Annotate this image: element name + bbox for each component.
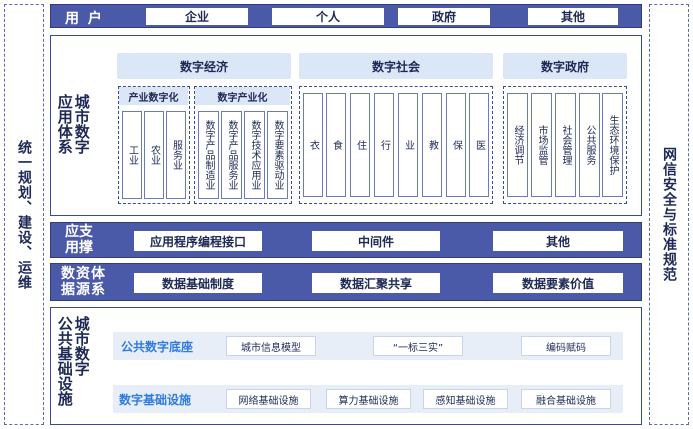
society-item-medical: 医 — [469, 93, 489, 197]
users-title: 用 户 — [65, 11, 104, 27]
users-bar: 用 户 企业 个人 政府 其他 — [50, 4, 642, 28]
gov-item-ecology-protection: 生态环境保护 — [602, 93, 623, 197]
digital-government-header: 数字政府 — [503, 53, 627, 79]
support-other: 其他 — [493, 231, 623, 251]
industry-digitalization-box: 产业数字化 工业 农业 服务业 — [118, 86, 190, 204]
industry-digitalization-header: 产业数字化 — [119, 87, 188, 105]
society-item-education: 教 — [422, 93, 442, 197]
user-government: 政府 — [398, 8, 490, 25]
left-side-panel: 统一规划、建设、运维 — [4, 4, 44, 425]
society-item-employment: 业 — [398, 93, 418, 197]
infra-title-a: 城市数字 — [72, 316, 91, 376]
item-digital-factor-driven: 数字要素驱动业 — [267, 111, 288, 199]
gov-item-economic-regulation: 经济调节 — [507, 93, 528, 197]
item-digital-tech-application: 数字技术应用业 — [244, 111, 265, 199]
infra-title-b: 公共基础设施 — [55, 316, 74, 406]
society-item-clothing: 衣 — [303, 93, 323, 197]
item-digital-product-service: 数字产品服务业 — [221, 111, 242, 199]
digital-government-box: 经济调节 市场监管 社会管理 公共服务 生态环境保护 — [503, 86, 627, 204]
support-api: 应用程序编程接口 — [134, 231, 262, 251]
digital-society-header: 数字社会 — [299, 53, 493, 79]
support-title-b: 用撑 — [65, 240, 93, 256]
data-title-a: 数资体 — [61, 266, 106, 282]
society-item-insurance: 保 — [446, 93, 466, 197]
gov-item-public-service: 公共服务 — [579, 93, 600, 197]
data-title-b: 据源系 — [61, 282, 106, 298]
digital-economy-header: 数字经济 — [117, 53, 291, 79]
app-title-b: 应用体系 — [55, 94, 74, 154]
digital-industrialization-box: 数字产业化 数字产品制造业 数字产品服务业 数字技术应用业 数字要素驱动业 — [194, 86, 292, 204]
support-bar: 应支 用撑 应用程序编程接口 中间件 其他 — [50, 222, 642, 258]
gov-item-social-management: 社会管理 — [555, 93, 576, 197]
user-other: 其他 — [528, 8, 618, 25]
support-middleware: 中间件 — [312, 231, 440, 251]
data-aggregation-sharing: 数据汇聚共享 — [312, 273, 440, 293]
item-agriculture: 农业 — [144, 111, 164, 199]
digital-industrialization-header: 数字产业化 — [195, 87, 290, 105]
one-standard-three-facts: “一标三实” — [373, 336, 463, 356]
right-side-label: 网信安全与标准规范 — [661, 147, 677, 282]
digital-society-box: 衣 食 住 行 业 教 保 医 — [299, 86, 493, 204]
data-resources-bar: 数资体 据源系 数据基础制度 数据汇聚共享 数据要素价值 — [50, 263, 642, 301]
coding-assignment: 编码赋码 — [521, 336, 611, 356]
computing-infrastructure: 算力基础设施 — [326, 389, 411, 409]
right-side-panel: 网信安全与标准规范 — [649, 4, 689, 425]
data-basic-system: 数据基础制度 — [134, 273, 262, 293]
user-individual: 个人 — [272, 8, 384, 25]
app-title-a: 城市数字 — [72, 94, 91, 154]
digital-infra-label: 数字基础设施 — [119, 393, 192, 407]
sensing-infrastructure: 感知基础设施 — [423, 389, 508, 409]
left-side-label: 统一规划、建设、运维 — [16, 139, 32, 290]
user-enterprise: 企业 — [146, 8, 248, 25]
infrastructure-section: 城市数字 公共基础设施 公共数字底座 城市信息模型 “一标三实” 编码赋码 数字… — [50, 307, 642, 425]
society-item-food: 食 — [326, 93, 346, 197]
public-base-label: 公共数字底座 — [121, 340, 194, 354]
city-information-model: 城市信息模型 — [226, 336, 316, 356]
society-item-housing: 住 — [350, 93, 370, 197]
data-factor-value: 数据要素价值 — [493, 273, 623, 293]
fusion-infrastructure: 融合基础设施 — [521, 389, 611, 409]
society-item-transport: 行 — [374, 93, 394, 197]
network-infrastructure: 网络基础设施 — [226, 389, 311, 409]
item-industry: 工业 — [122, 111, 142, 199]
item-service: 服务业 — [166, 111, 186, 199]
item-digital-product-manufacturing: 数字产品制造业 — [198, 111, 219, 199]
application-system-section: 城市数字 应用体系 数字经济 产业数字化 工业 农业 服务业 数字产业化 数字产… — [50, 35, 642, 216]
gov-item-market-supervision: 市场监管 — [531, 93, 552, 197]
support-title-a: 应支 — [65, 224, 93, 240]
